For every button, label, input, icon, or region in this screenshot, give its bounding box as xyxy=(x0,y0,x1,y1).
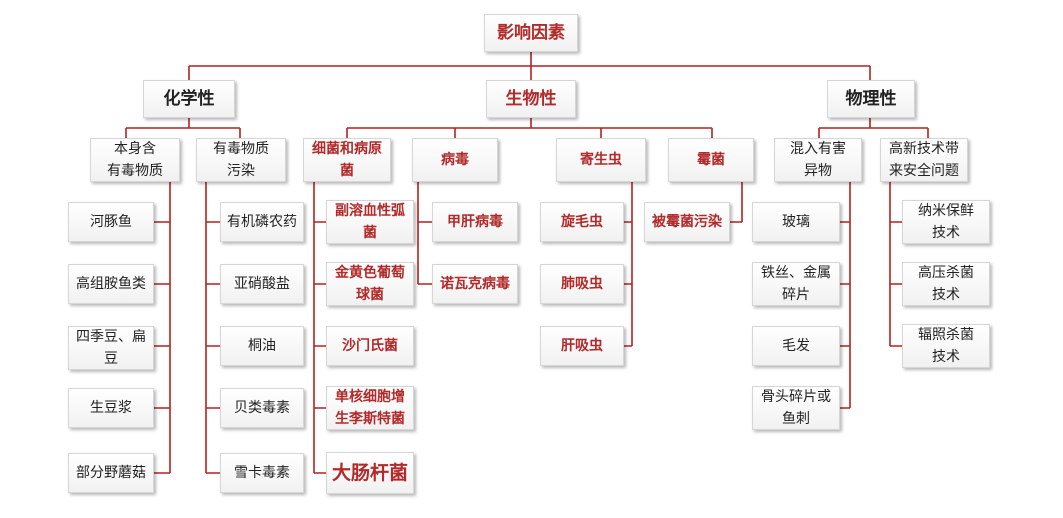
leaf-item: 旋毛虫 xyxy=(540,202,624,242)
leaf-item: 亚硝酸盐 xyxy=(220,264,304,304)
subcategory-parasite: 寄生虫 xyxy=(556,138,646,182)
leaf-item: 铁丝、金属 碎片 xyxy=(752,262,840,306)
root-node: 影响因素 xyxy=(484,14,578,52)
subcategory-virus: 病毒 xyxy=(412,138,498,182)
leaf-item: 贝类毒素 xyxy=(220,388,304,428)
leaf-item: 高组胺鱼类 xyxy=(68,264,154,304)
leaf-item: 四季豆、扁 豆 xyxy=(68,326,154,370)
leaf-item: 生豆浆 xyxy=(68,388,154,428)
leaf-item: 河豚鱼 xyxy=(68,202,154,242)
leaf-item: 大肠杆菌 xyxy=(326,452,414,494)
leaf-item: 肝吸虫 xyxy=(540,326,624,366)
subcategory-new-technology: 高新技术带 来安全问题 xyxy=(880,138,968,182)
leaf-item: 桐油 xyxy=(220,326,304,366)
leaf-item: 雪卡毒素 xyxy=(220,453,304,493)
leaf-item: 辐照杀菌 技术 xyxy=(902,324,990,368)
leaf-item: 甲肝病毒 xyxy=(432,202,518,242)
leaf-item: 毛发 xyxy=(752,326,840,366)
leaf-item: 被霉菌污染 xyxy=(644,202,730,242)
leaf-item: 高压杀菌 技术 xyxy=(902,262,990,306)
subcategory-bacteria: 细菌和病原 菌 xyxy=(303,138,391,182)
leaf-item: 沙门氏菌 xyxy=(326,326,414,366)
category-chemical: 化学性 xyxy=(143,80,235,118)
subcategory-mold: 霉菌 xyxy=(668,138,754,182)
category-biological: 生物性 xyxy=(486,80,576,118)
leaf-item: 金黄色葡萄 球菌 xyxy=(326,262,414,306)
leaf-item: 有机磷农药 xyxy=(220,202,304,242)
leaf-item: 骨头碎片或 鱼刺 xyxy=(752,386,840,430)
leaf-item: 纳米保鲜 技术 xyxy=(902,200,990,244)
leaf-item: 副溶血性弧 菌 xyxy=(326,200,414,244)
leaf-item: 诺瓦克病毒 xyxy=(432,264,518,304)
leaf-item: 肺吸虫 xyxy=(540,264,624,304)
leaf-item: 玻璃 xyxy=(752,202,840,242)
leaf-item: 单核细胞增 生李斯特菌 xyxy=(326,386,414,430)
leaf-item: 部分野蘑菇 xyxy=(68,453,154,493)
category-physical: 物理性 xyxy=(827,80,915,118)
subcategory-self-toxic: 本身含 有毒物质 xyxy=(90,138,180,182)
subcategory-contaminated: 有毒物质 污染 xyxy=(196,138,286,182)
subcategory-foreign-matter: 混入有害 异物 xyxy=(774,138,862,182)
